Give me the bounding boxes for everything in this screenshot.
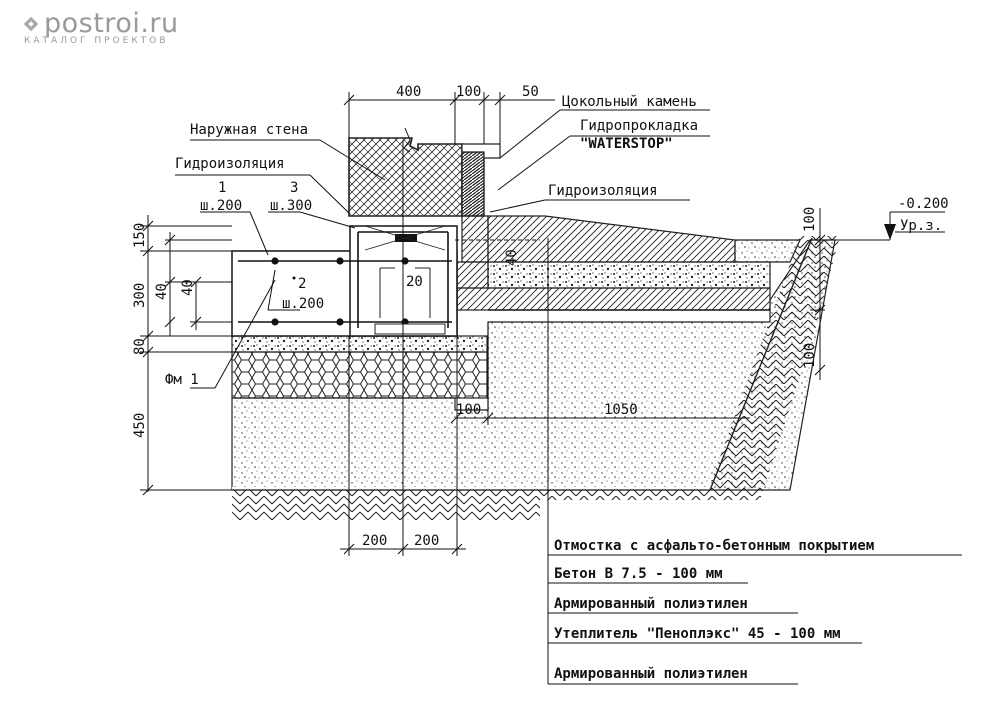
concrete-prep-layer (231, 335, 488, 353)
legend-item: Бетон В 7.5 - 100 мм (554, 566, 723, 582)
plinth-stone (461, 143, 501, 217)
label-level-value: -0.200 (898, 196, 949, 212)
dim-40-c: 40 (504, 249, 520, 266)
legend-item: Армированный полиэтилен (554, 666, 748, 682)
legend-item: Отмостка с асфальто-бетонным покрытием (554, 538, 874, 554)
logo-tagline: КАТАЛОГ ПРОЕКТОВ (24, 36, 169, 46)
dim-100-right-bottom: 100 (802, 343, 818, 368)
dim-200-b: 200 (414, 533, 439, 549)
rebar-dot (271, 257, 279, 265)
rebar-dot (271, 318, 279, 326)
dim-40-a: 40 (154, 283, 170, 300)
dim-400: 400 (396, 84, 421, 100)
label-fm1: Фм 1 (165, 372, 199, 388)
label-waterproofing-right: Гидроизоляция (548, 183, 658, 199)
legend-item: Утеплитель "Пеноплэкс" 45 - 100 мм (554, 626, 841, 642)
label-waterstop-1: Гидропрокладка (580, 118, 698, 134)
rebar-dot (336, 257, 344, 265)
outer-wall (348, 127, 463, 217)
legend-leaders (547, 238, 962, 685)
label-rebar3-num: 3 (290, 180, 298, 196)
dim-100-right-top: 100 (802, 207, 818, 232)
label-level-ground: Ур.з. (900, 218, 942, 234)
dimension-lines (140, 92, 945, 556)
label-waterproofing-left: Гидроизоляция (175, 156, 285, 172)
dimension-texts: 400 100 50 150 300 40 40 80 450 40 20 10… (132, 84, 818, 549)
site-logo: postroi.ru КАТАЛОГ ПРОЕКТОВ (22, 8, 179, 46)
rebar-dot (292, 276, 296, 280)
dim-100-top: 100 (456, 84, 481, 100)
legend-item: Армированный полиэтилен (554, 596, 748, 612)
label-rebar2-step: ш.200 (282, 296, 324, 312)
dim-80: 80 (132, 338, 148, 355)
earth-base (232, 236, 840, 520)
rebar-dot (336, 318, 344, 326)
dim-40-b: 40 (180, 279, 196, 296)
roof-diamond-icon (23, 16, 39, 32)
dim-450: 450 (132, 413, 148, 438)
dim-50: 50 (522, 84, 539, 100)
label-plinth-stone: Цокольный камень (562, 94, 697, 110)
dim-150: 150 (132, 223, 148, 248)
dim-300: 300 (132, 283, 148, 308)
blind-area (456, 215, 801, 323)
dim-20: 20 (406, 274, 423, 290)
label-outer-wall: Наружная стена (190, 122, 308, 138)
label-rebar3-step: ш.300 (270, 198, 312, 214)
dim-1050: 1050 (604, 402, 638, 418)
logo-name: postroi.ru (44, 8, 179, 39)
labels: Наружная стена Гидроизоляция Цокольный к… (165, 94, 949, 388)
rebar-dot (401, 257, 409, 265)
label-rebar2-num: 2 (298, 276, 306, 292)
legend: Отмостка с асфальто-бетонным покрытием Б… (554, 538, 874, 682)
eps-insulation-layer (231, 351, 488, 399)
foundation-slab (231, 225, 458, 337)
label-waterstop-2: "WATERSTOP" (580, 136, 673, 152)
dim-100-mid: 100 (456, 402, 481, 418)
dim-200-a: 200 (362, 533, 387, 549)
label-rebar1-num: 1 (218, 180, 226, 196)
label-rebar1-step: ш.200 (200, 198, 242, 214)
